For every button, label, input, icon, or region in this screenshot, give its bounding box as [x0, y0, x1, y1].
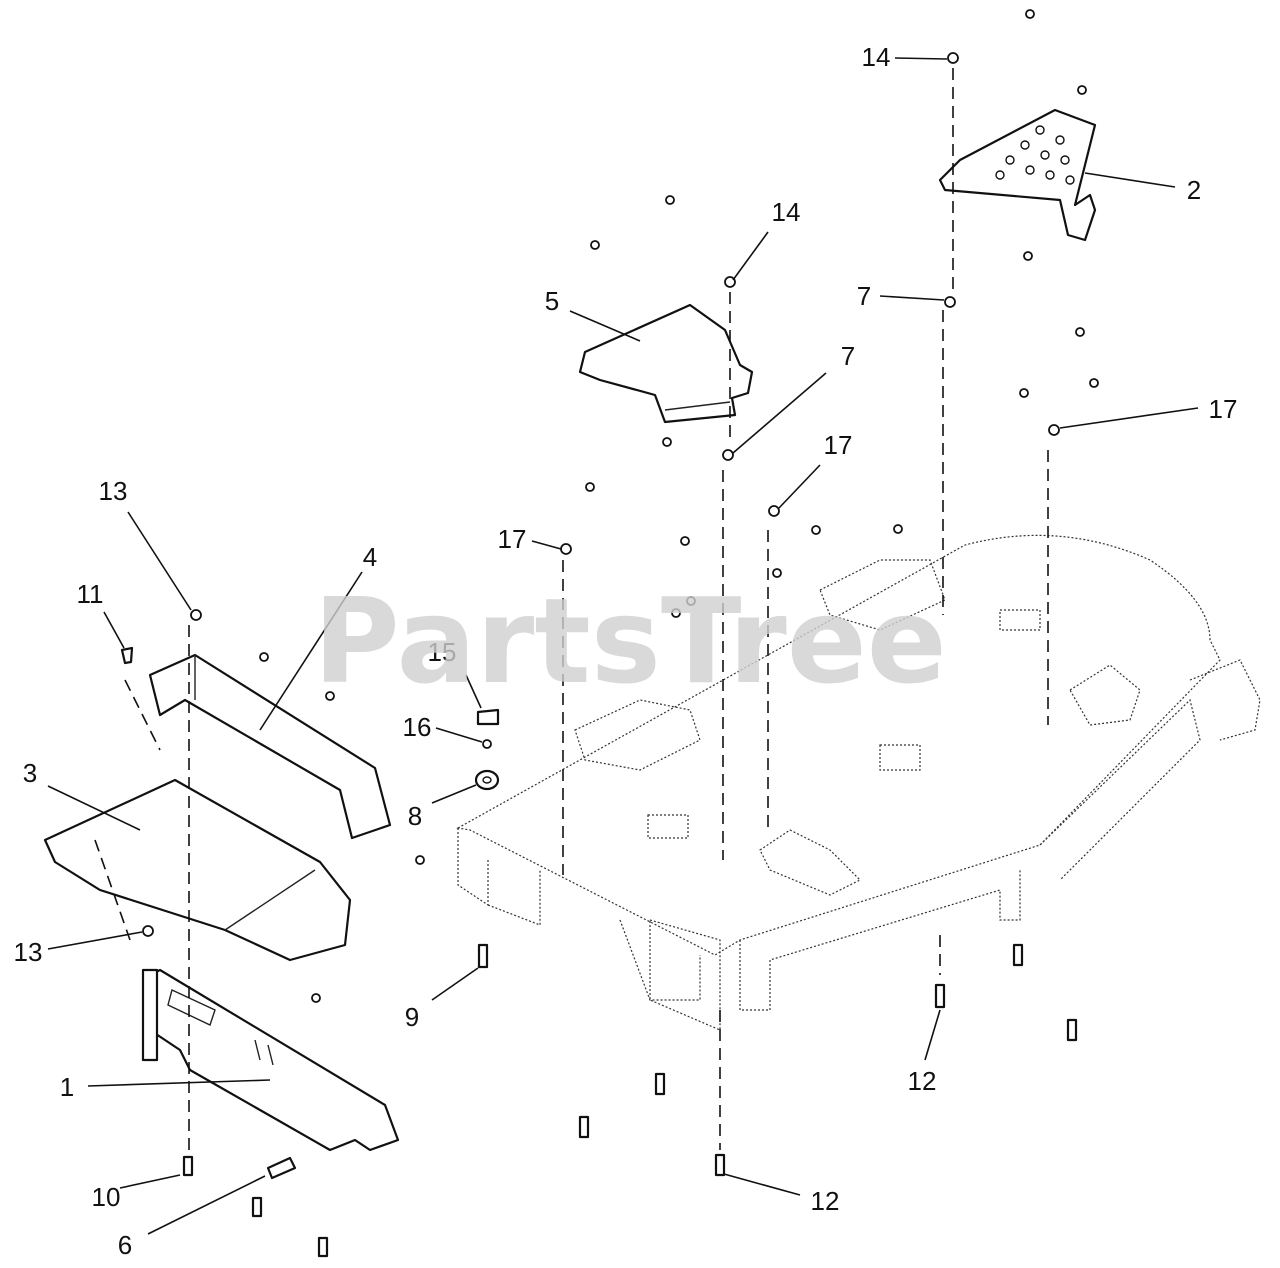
part-5-guard [578, 303, 754, 424]
leader-lines [47, 57, 1199, 1235]
callout-11: 11 [77, 579, 104, 609]
callout-5: 5 [545, 286, 559, 316]
callout-16: 16 [403, 712, 432, 742]
callout-2: 2 [1187, 175, 1201, 205]
hardware [120, 9, 1099, 1258]
part-4-bracket [148, 653, 392, 840]
callout-1: 1 [60, 1072, 74, 1102]
callout-13-lower: 13 [14, 937, 43, 967]
callout-7-upper: 7 [857, 281, 871, 311]
callout-4: 4 [363, 542, 377, 572]
callout-8: 8 [408, 801, 422, 831]
callout-17-right: 17 [1209, 394, 1238, 424]
callout-14-top: 14 [862, 42, 891, 72]
callout-7-middle: 7 [841, 341, 855, 371]
callout-6: 6 [118, 1230, 132, 1260]
callout-13-upper: 13 [99, 476, 128, 506]
callout-12-right: 12 [908, 1066, 937, 1096]
callout-17-left: 17 [498, 524, 527, 554]
mower-deck [456, 534, 1261, 1031]
part-3-shield [43, 778, 352, 962]
watermark: PartsTree [313, 572, 947, 710]
callout-14-middle: 14 [772, 197, 801, 227]
callout-labels: 1 2 3 4 5 6 7 7 8 9 10 11 12 12 13 13 14… [14, 42, 1238, 1260]
callout-15: 15 [428, 637, 457, 667]
callout-10: 10 [92, 1182, 121, 1212]
part-2-bracket [938, 108, 1097, 242]
assembly-lines [94, 68, 1049, 1155]
callout-9: 9 [405, 1002, 419, 1032]
callout-12-bottom: 12 [811, 1186, 840, 1216]
part-1-plate [141, 968, 400, 1152]
callout-17-middle: 17 [824, 430, 853, 460]
callout-3: 3 [23, 758, 37, 788]
